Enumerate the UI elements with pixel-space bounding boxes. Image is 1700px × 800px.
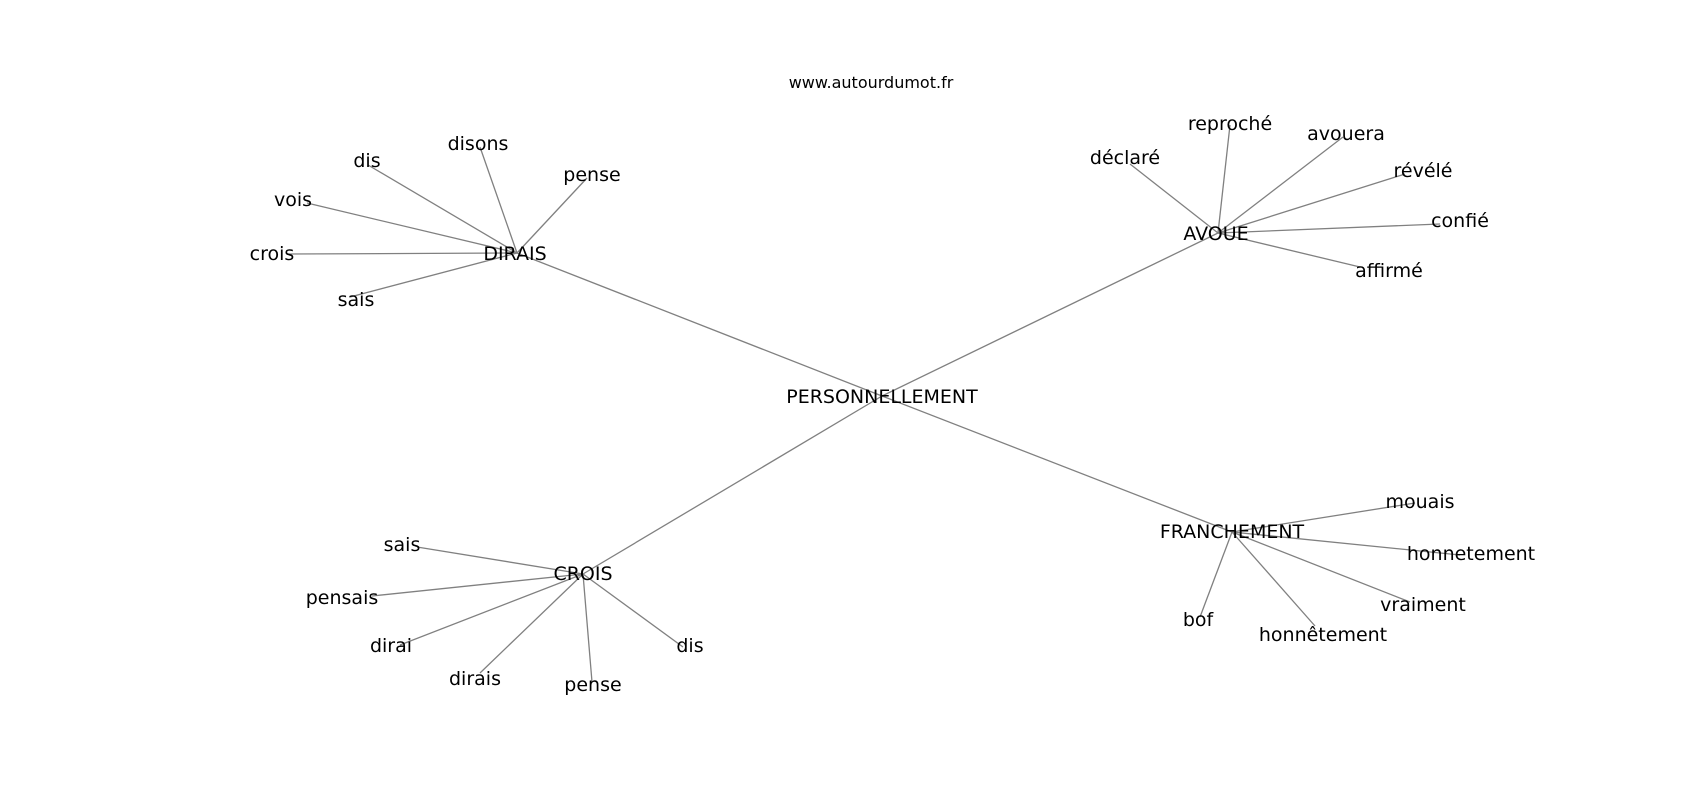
edge-franchement-honnetement: [1231, 531, 1461, 556]
edge-crois-dirais: [479, 573, 584, 674]
leaf-node-crois-pense: pense: [564, 674, 621, 696]
leaf-node-crois-pensais: pensais: [306, 587, 379, 609]
edge-root-crois: [582, 395, 883, 575]
edge-franchement-honnetement: [1231, 531, 1316, 627]
graph-node-labels: PERSONNELLEMENT DIRAIS dis disons pense vois c…: [250, 113, 1535, 696]
edge-dirais-crois: [287, 252, 518, 255]
edge-crois-pensais: [371, 573, 584, 597]
watermark-text: www.autourdumot.fr: [789, 73, 954, 92]
leaf-node-franchement-honnetement: honnêtement: [1259, 624, 1387, 646]
edge-dirais-disons: [479, 146, 518, 254]
edge-crois-dis: [582, 573, 684, 648]
edge-dirais-pense: [516, 177, 588, 254]
edge-crois-sais: [416, 546, 584, 575]
edge-avoue-declare: [1129, 163, 1219, 234]
edge-root-avoue: [881, 232, 1219, 397]
hub-node-avoue: AVOUE: [1183, 223, 1248, 245]
hub-node-dirais: DIRAIS: [483, 243, 546, 265]
leaf-node-franchement-vraiment: vraiment: [1380, 594, 1466, 616]
edge-dirais-vois: [306, 202, 518, 254]
leaf-node-avoue-declare: déclaré: [1090, 147, 1160, 169]
edge-franchement-bof: [1199, 531, 1233, 618]
edge-root-dirais: [516, 252, 883, 397]
edge-franchement-mouais: [1231, 502, 1416, 533]
leaf-node-avoue-reproche: reproché: [1188, 113, 1272, 135]
edge-dirais-dis: [367, 164, 518, 254]
leaf-node-crois-dis: dis: [676, 635, 703, 657]
leaf-node-dirais-vois: vois: [274, 189, 312, 211]
leaf-node-dirais-crois: crois: [250, 243, 295, 265]
leaf-node-avoue-affirme: affirmé: [1355, 260, 1423, 282]
edge-franchement-vraiment: [1231, 531, 1411, 603]
root-node-label: PERSONNELLEMENT: [786, 386, 978, 408]
leaf-node-avoue-confie: confié: [1431, 210, 1489, 232]
leaf-node-crois-sais: sais: [384, 534, 421, 556]
leaf-node-dirais-dis: dis: [353, 150, 380, 172]
hub-node-franchement: FRANCHEMENT: [1160, 521, 1305, 543]
edge-avoue-revele: [1217, 173, 1406, 234]
leaf-node-dirais-disons: disons: [448, 133, 509, 155]
leaf-node-franchement-honnetement: honnetement: [1407, 543, 1535, 565]
leaf-node-crois-dirai: dirai: [370, 635, 412, 657]
graph-edges: [287, 124, 1461, 683]
edge-avoue-affirme: [1217, 232, 1361, 268]
leaf-node-crois-dirais: dirais: [449, 668, 501, 690]
leaf-node-dirais-sais: sais: [338, 289, 375, 311]
edge-root-franchement: [881, 395, 1233, 533]
leaf-node-franchement-bof: bof: [1183, 609, 1215, 631]
edge-avoue-reproche: [1217, 124, 1231, 234]
edge-dirais-sais: [349, 252, 518, 298]
edge-crois-dirai: [399, 573, 584, 646]
edge-crois-pense: [582, 573, 593, 683]
leaf-node-avoue-avouera: avouera: [1307, 123, 1385, 145]
edge-avoue-avouera: [1217, 136, 1344, 234]
edge-avoue-confie: [1217, 223, 1441, 234]
leaf-node-franchement-mouais: mouais: [1386, 491, 1455, 513]
leaf-node-dirais-pense: pense: [563, 164, 620, 186]
hub-node-crois: CROIS: [553, 563, 612, 585]
leaf-node-avoue-revele: révélé: [1394, 160, 1453, 182]
